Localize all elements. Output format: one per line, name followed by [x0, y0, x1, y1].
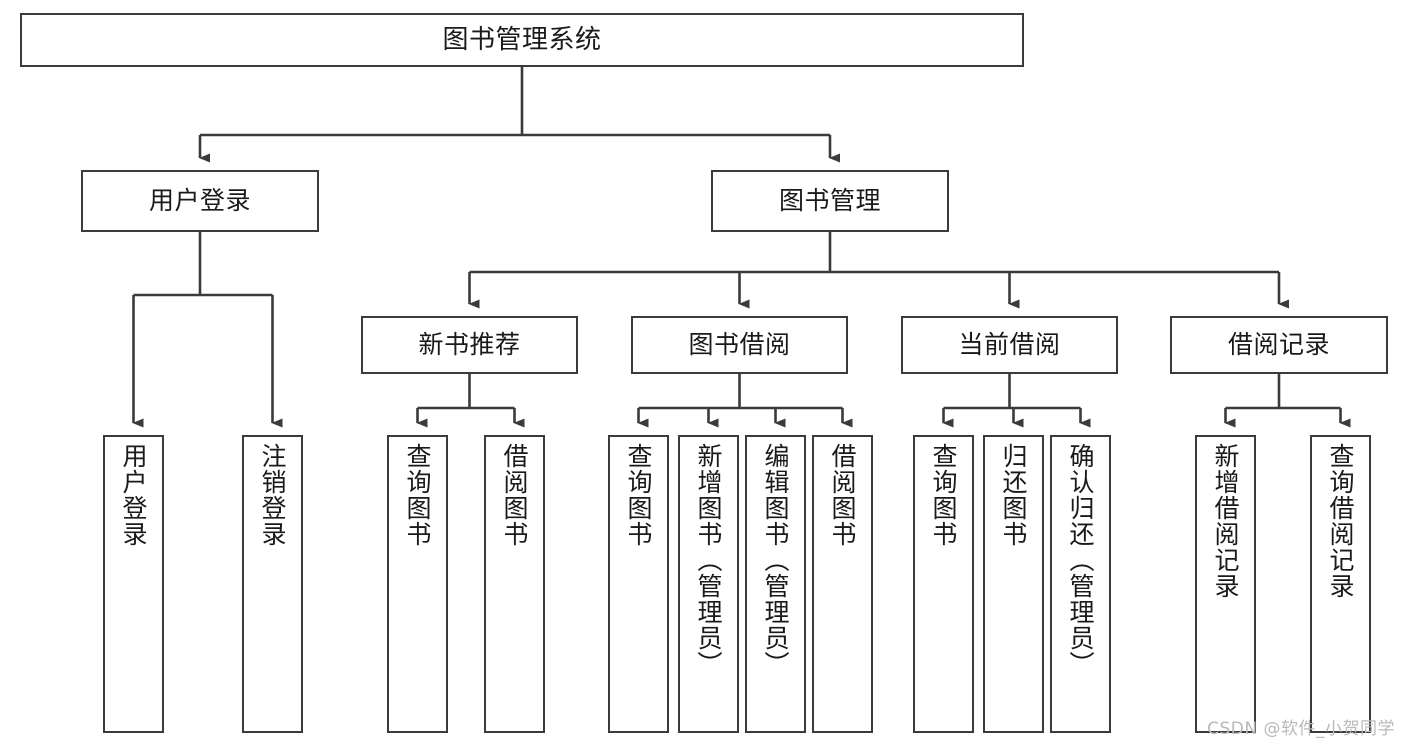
node-label: 编辑图书（管理员） — [761, 443, 790, 677]
node-label: 查询借阅记录 — [1326, 443, 1355, 599]
node-current-borrow[interactable]: 当前借阅 — [901, 316, 1118, 374]
leaf-borrow-book-recommendation[interactable]: 借阅图书 — [484, 435, 545, 733]
node-label: 确认归还（管理员） — [1066, 443, 1095, 677]
node-root-system[interactable]: 图书管理系统 — [20, 13, 1024, 67]
leaf-edit-book-admin[interactable]: 编辑图书（管理员） — [745, 435, 806, 733]
node-user-login[interactable]: 用户登录 — [81, 170, 319, 232]
leaf-add-borrow-record[interactable]: 新增借阅记录 — [1195, 435, 1256, 733]
leaf-query-book-recommendation[interactable]: 查询图书 — [387, 435, 448, 733]
node-label: 查询图书 — [403, 443, 432, 547]
node-new-book-recommendation[interactable]: 新书推荐 — [361, 316, 578, 374]
node-book-borrow[interactable]: 图书借阅 — [631, 316, 848, 374]
leaf-logout[interactable]: 注销登录 — [242, 435, 303, 733]
node-label: 查询图书 — [929, 443, 958, 547]
node-label: 用户登录 — [148, 186, 251, 216]
leaf-confirm-return-admin[interactable]: 确认归还（管理员） — [1050, 435, 1111, 733]
leaf-borrow-book[interactable]: 借阅图书 — [812, 435, 873, 733]
leaf-return-book[interactable]: 归还图书 — [983, 435, 1044, 733]
leaf-query-book-borrow[interactable]: 查询图书 — [608, 435, 669, 733]
node-label: 用户登录 — [119, 443, 148, 547]
node-borrow-record[interactable]: 借阅记录 — [1170, 316, 1388, 374]
leaf-query-borrow-record[interactable]: 查询借阅记录 — [1310, 435, 1371, 733]
node-book-management[interactable]: 图书管理 — [711, 170, 949, 232]
node-label: 新书推荐 — [418, 330, 521, 360]
node-label: 图书管理 — [778, 186, 881, 216]
node-label: 图书管理系统 — [442, 24, 602, 55]
node-label: 图书借阅 — [688, 330, 791, 360]
node-label: 借阅记录 — [1227, 330, 1330, 360]
leaf-add-book-admin[interactable]: 新增图书（管理员） — [678, 435, 739, 733]
node-label: 查询图书 — [624, 443, 653, 547]
leaf-user-login[interactable]: 用户登录 — [103, 435, 164, 733]
node-label: 借阅图书 — [500, 443, 529, 547]
node-label: 注销登录 — [258, 443, 287, 547]
node-label: 归还图书 — [999, 443, 1028, 547]
watermark-text: CSDN @软件_小贺同学 — [1207, 719, 1395, 739]
leaf-query-book-current[interactable]: 查询图书 — [913, 435, 974, 733]
node-label: 借阅图书 — [828, 443, 857, 547]
node-label: 当前借阅 — [958, 330, 1061, 360]
node-label: 新增借阅记录 — [1211, 443, 1240, 599]
node-label: 新增图书（管理员） — [694, 443, 723, 677]
